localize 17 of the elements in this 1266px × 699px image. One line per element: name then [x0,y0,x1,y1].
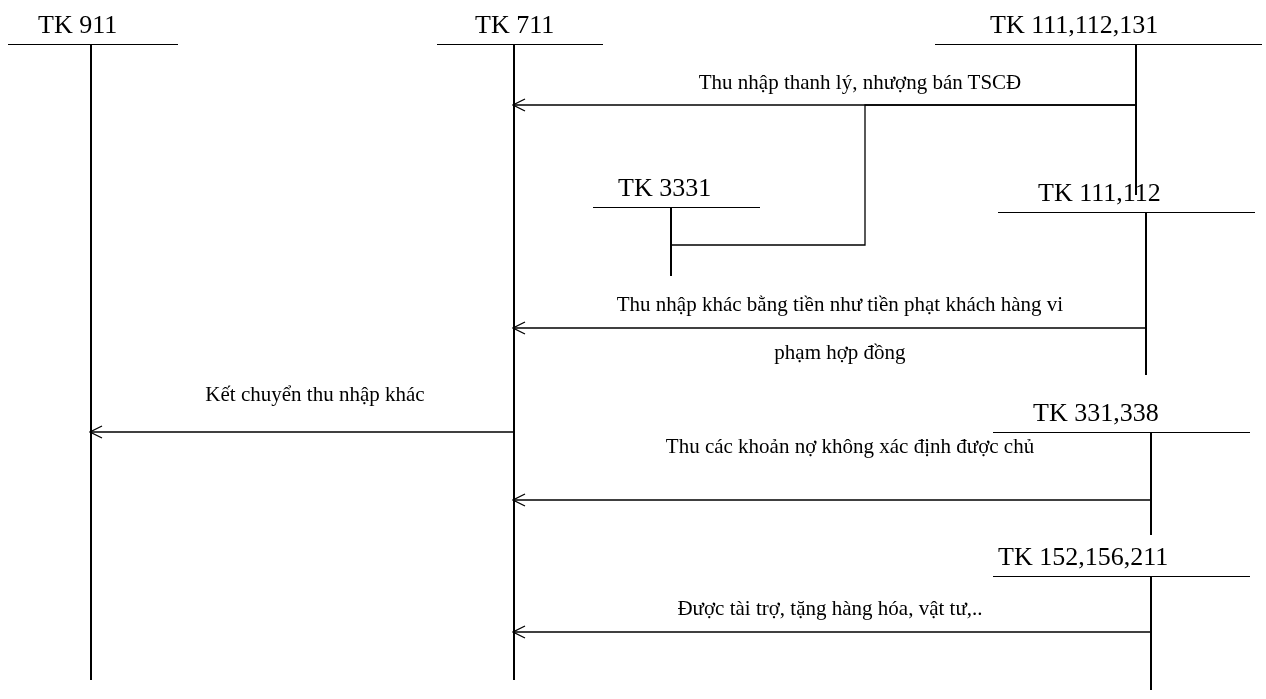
account-title: TK 331,338 [993,393,1250,433]
account-title: TK 152,156,211 [993,537,1250,577]
edge-label: Thu các khoản nợ không xác định được chủ [665,434,1035,459]
account-title: TK 3331 [593,168,760,208]
arrow [512,625,1151,639]
edge-label: Kết chuyển thu nhập khác [205,382,425,407]
arrow [89,425,514,439]
account-title: TK 111,112,131 [935,5,1262,45]
account-title: TK 711 [437,5,603,45]
account-title: TK 111,112 [998,173,1255,213]
connector-line [669,104,1136,246]
account-title: TK 911 [8,5,178,45]
edge-label: Được tài trợ, tặng hàng hóa, vật tư,.. [677,596,983,621]
edge-label: Thu nhập thanh lý, nhượng bán TSCĐ [698,70,1022,95]
arrow [512,321,1146,335]
edge-label: Thu nhập khác bằng tiền như tiền phạt khách hàng vi phạm hợp đồng [615,291,1065,366]
arrow [512,493,1151,507]
